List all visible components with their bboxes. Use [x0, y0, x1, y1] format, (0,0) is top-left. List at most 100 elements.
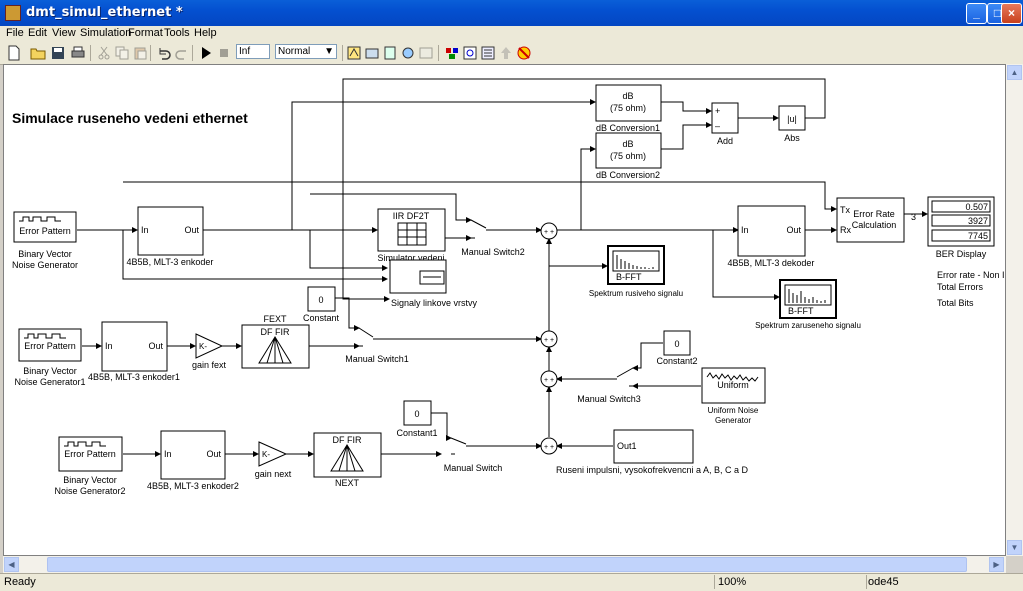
- svg-text:Calculation: Calculation: [852, 220, 897, 230]
- uniform-noise-generator-block[interactable]: Uniform Uniform Noise Generator: [701, 367, 766, 425]
- simulation-mode-select[interactable]: Normal ▼: [275, 44, 337, 59]
- scroll-down-icon[interactable]: ▼: [1007, 540, 1022, 555]
- iir-filter-block[interactable]: IIR DF2T Simulator vedeni: [377, 208, 446, 263]
- binary-vector-noise-generator1[interactable]: Error Pattern Binary Vector Noise Genera…: [14, 328, 86, 387]
- new-model-icon[interactable]: [6, 45, 22, 61]
- go-to-parent-icon[interactable]: [498, 45, 514, 61]
- add-block[interactable]: + – Add: [711, 102, 739, 146]
- debugger-icon[interactable]: [516, 45, 532, 61]
- scroll-up-icon[interactable]: ▲: [1007, 65, 1022, 80]
- constant-block[interactable]: 0 Constant: [303, 286, 340, 323]
- redo-icon[interactable]: [174, 45, 190, 61]
- model-explorer-icon[interactable]: [462, 45, 478, 61]
- library-browser-icon[interactable]: [444, 45, 460, 61]
- undo-icon[interactable]: [156, 45, 172, 61]
- incremental-build-icon[interactable]: [382, 45, 398, 61]
- svg-text:4B5B, MLT-3 enkoder: 4B5B, MLT-3 enkoder: [127, 257, 214, 267]
- start-simulation-icon[interactable]: [198, 45, 214, 61]
- svg-text:IIR DF2T: IIR DF2T: [393, 211, 430, 221]
- horizontal-scroll-thumb[interactable]: [47, 557, 967, 572]
- solver-name: ode45: [868, 576, 899, 588]
- encoder-block[interactable]: In Out 4B5B, MLT-3 enkoder: [127, 206, 214, 267]
- menu-view[interactable]: View: [52, 27, 76, 39]
- binary-vector-noise-generator2[interactable]: Error Pattern Binary Vector Noise Genera…: [54, 436, 126, 496]
- impulse-noise-subsystem[interactable]: Out1 Ruseni impulsni, vysokofrekvencni a…: [556, 429, 749, 475]
- encoder1-block[interactable]: In Out 4B5B, MLT-3 enkoder1: [88, 321, 180, 382]
- menu-simulation[interactable]: Simulation: [80, 27, 132, 39]
- svg-text:Uniform: Uniform: [717, 380, 749, 390]
- constant1-block[interactable]: 0 Constant1: [396, 400, 438, 438]
- manual-switch3-label[interactable]: Manual Switch3: [577, 394, 641, 404]
- scroll-right-icon[interactable]: ▶: [989, 557, 1004, 572]
- menu-edit[interactable]: Edit: [28, 27, 47, 39]
- svg-text:0: 0: [318, 295, 323, 305]
- scroll-left-icon[interactable]: ◀: [4, 557, 19, 572]
- svg-text:4B5B, MLT-3 enkoder1: 4B5B, MLT-3 enkoder1: [88, 372, 180, 382]
- menu-help[interactable]: Help: [194, 27, 217, 39]
- sum-block-3[interactable]: + +: [540, 370, 558, 388]
- print-icon[interactable]: [70, 45, 86, 61]
- save-icon[interactable]: [50, 45, 66, 61]
- update-diagram-icon[interactable]: [364, 45, 380, 61]
- menu-file[interactable]: File: [6, 27, 24, 39]
- close-button[interactable]: ×: [1001, 3, 1022, 24]
- svg-text:–: –: [715, 121, 720, 131]
- gain-next-block[interactable]: K- gain next: [255, 441, 292, 479]
- db-conversion2-block[interactable]: dB (75 ohm) dB Conversion2: [595, 132, 662, 180]
- svg-text:dB Conversion1: dB Conversion1: [596, 123, 660, 133]
- spectrum-noisy-signal-scope[interactable]: B-FFT Spektrum zaruseneho signalu: [755, 279, 861, 330]
- build-icon[interactable]: [346, 45, 362, 61]
- debug-icon[interactable]: [418, 45, 434, 61]
- signal-lines: [77, 78, 928, 457]
- stop-time-input[interactable]: Inf: [236, 44, 270, 59]
- next-fir-block[interactable]: DF FIR NEXT: [313, 432, 382, 488]
- error-rate-value: 0.507: [965, 202, 988, 212]
- horizontal-scrollbar[interactable]: ◀ ▶: [3, 556, 1006, 573]
- sum-block-4[interactable]: + +: [540, 437, 558, 455]
- gain-fext-block[interactable]: K- gain fext: [192, 333, 227, 370]
- svg-text:B-FFT: B-FFT: [616, 272, 642, 282]
- fext-fir-block[interactable]: FEXT DF FIR: [241, 314, 310, 369]
- cut-icon[interactable]: [96, 45, 112, 61]
- ber-legend-total-errors: Total Errors: [937, 282, 984, 292]
- vertical-scrollbar[interactable]: ▲ ▼: [1006, 64, 1023, 556]
- manual-switch2-label[interactable]: Manual Switch2: [461, 247, 525, 257]
- svg-text:0: 0: [414, 409, 419, 419]
- svg-text:Noise Generator: Noise Generator: [12, 260, 78, 270]
- ber-display-block[interactable]: 0.507 3927 7745 BER Display: [927, 196, 995, 259]
- db-conversion1-block[interactable]: dB (75 ohm) dB Conversion1: [595, 84, 662, 133]
- refresh-icon[interactable]: [400, 45, 416, 61]
- decoder-block[interactable]: In Out 4B5B, MLT-3 dekoder: [728, 205, 815, 268]
- abs-block[interactable]: |u| Abs: [778, 105, 806, 143]
- open-folder-icon[interactable]: [30, 45, 46, 61]
- svg-text:Error Pattern: Error Pattern: [64, 449, 116, 459]
- svg-text:Error Pattern: Error Pattern: [24, 341, 76, 351]
- svg-text:Constant2: Constant2: [656, 356, 697, 366]
- manual-switch1-label[interactable]: Manual Switch1: [345, 354, 409, 364]
- svg-text:+ +: + +: [544, 337, 554, 344]
- svg-text:Out1: Out1: [617, 441, 637, 451]
- svg-text:FEXT: FEXT: [263, 314, 287, 324]
- menu-tools[interactable]: Tools: [164, 27, 190, 39]
- svg-text:Rx: Rx: [840, 225, 851, 235]
- constant2-block[interactable]: 0 Constant2: [656, 330, 698, 366]
- manual-switch-label[interactable]: Manual Switch: [444, 463, 503, 473]
- scope-block[interactable]: Signaly linkove vrstvy: [389, 259, 478, 308]
- copy-icon[interactable]: [114, 45, 130, 61]
- spectrum-noise-scope[interactable]: B-FFT Spektrum rusiveho signalu: [589, 245, 683, 298]
- binary-vector-noise-generator[interactable]: Error Pattern Binary Vector Noise Genera…: [12, 211, 78, 270]
- svg-text:DF FIR: DF FIR: [261, 327, 290, 337]
- title-bar[interactable]: dmt_simul_ethernet * _ □ ×: [0, 0, 1023, 26]
- error-rate-calculation-block[interactable]: Tx Rx Error Rate Calculation 3: [836, 197, 916, 243]
- sum-block-2[interactable]: + +: [540, 330, 558, 348]
- model-canvas[interactable]: Simulace ruseneho vedeni ethernet: [3, 64, 1006, 556]
- sum-block-1[interactable]: + +: [540, 222, 558, 240]
- svg-text:BER Display: BER Display: [936, 249, 987, 259]
- encoder2-block[interactable]: In Out 4B5B, MLT-3 enkoder2: [147, 430, 239, 491]
- menu-format[interactable]: Format: [128, 27, 163, 39]
- minimize-button[interactable]: _: [966, 3, 987, 24]
- model-browser-icon[interactable]: [480, 45, 496, 61]
- stop-simulation-icon[interactable]: [216, 45, 232, 61]
- paste-icon[interactable]: [132, 45, 148, 61]
- svg-text:+ +: + +: [544, 444, 554, 451]
